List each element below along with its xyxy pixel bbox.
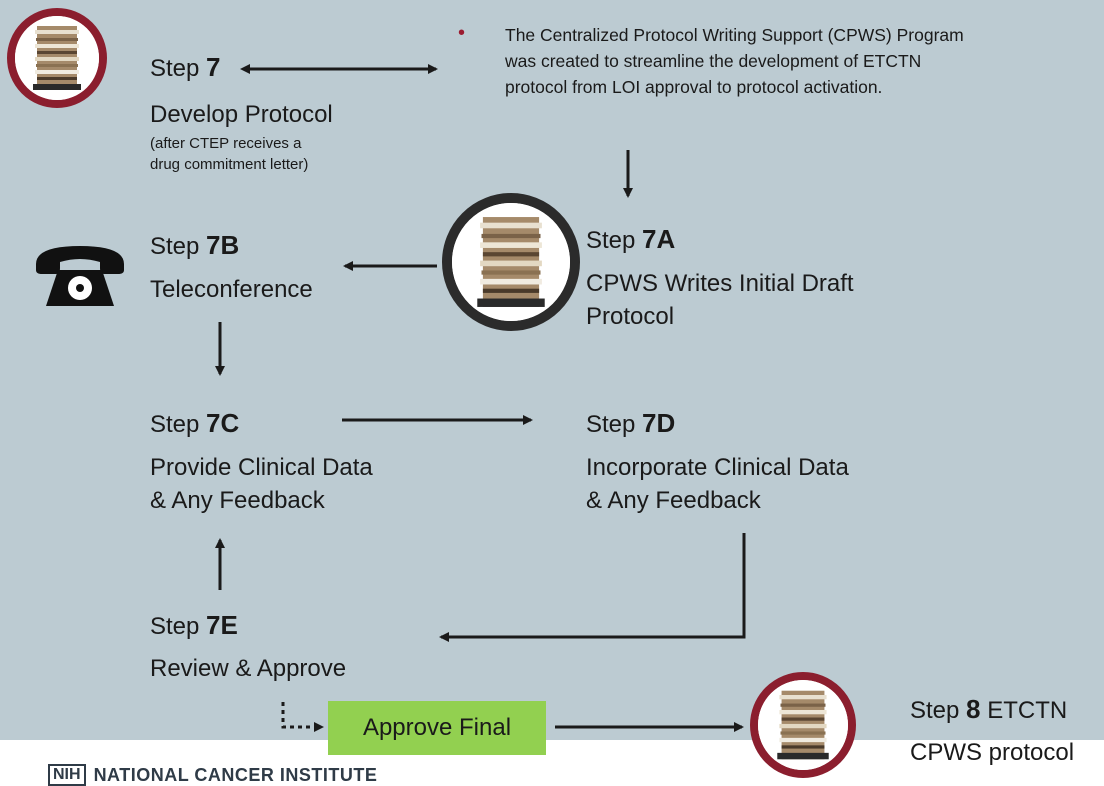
arrow-7e-to-approve: [281, 702, 324, 732]
step-7b-heading: Step 7B: [150, 230, 240, 260]
step-7a-heading: Step 7A: [586, 224, 676, 254]
step-7-note-line-2: drug commitment letter): [150, 156, 309, 173]
step-7-heading: Step 7: [150, 52, 221, 82]
step-8-heading: Step 8 ETCTN: [910, 694, 1068, 724]
document-stack-icon: [750, 672, 856, 778]
diagram-panel: [0, 0, 1104, 740]
nci-wordmark: NATIONAL CANCER INSTITUTE: [93, 764, 378, 785]
step-7-note-line-1: (after CTEP receives a: [150, 135, 302, 152]
step-7c-heading: Step 7C: [150, 408, 240, 438]
document-stack-icon: [442, 193, 580, 331]
step-7c-title-line-1: Provide Clinical Data: [150, 454, 373, 481]
step-7b-title: Teleconference: [150, 276, 313, 303]
bullet-dot: •: [458, 22, 466, 44]
step-7a-title-line-1: CPWS Writes Initial Draft: [586, 270, 854, 297]
step-7a-title-line-2: Protocol: [586, 303, 675, 330]
step-7c-title-line-2: & Any Feedback: [150, 487, 325, 514]
step-7e-title: Review & Approve: [150, 655, 347, 682]
telephone-icon: [36, 246, 124, 306]
step-7e-heading: Step 7E: [150, 610, 238, 640]
step-7d-title-line-1: Incorporate Clinical Data: [586, 454, 849, 481]
arrow-7d-to-7e: [439, 533, 746, 642]
step-7-title: Develop Protocol: [150, 101, 333, 128]
step-7-note: (after CTEP receives a drug commitment l…: [150, 133, 308, 175]
step-7d-title-line-2: & Any Feedback: [586, 487, 761, 514]
step-7d-heading: Step 7D: [586, 408, 676, 438]
step-8-title: CPWS protocol: [910, 739, 1075, 766]
step-7a-title: CPWS Writes Initial Draft Protocol: [586, 267, 854, 333]
document-stack-icon: [7, 8, 107, 108]
step-7d-title: Incorporate Clinical Data & Any Feedback: [586, 451, 849, 517]
step-7c-title: Provide Clinical Data & Any Feedback: [150, 451, 373, 517]
program-description: The Centralized Protocol Writing Support…: [505, 25, 964, 97]
approve-final-button[interactable]: Approve Final: [328, 701, 546, 755]
